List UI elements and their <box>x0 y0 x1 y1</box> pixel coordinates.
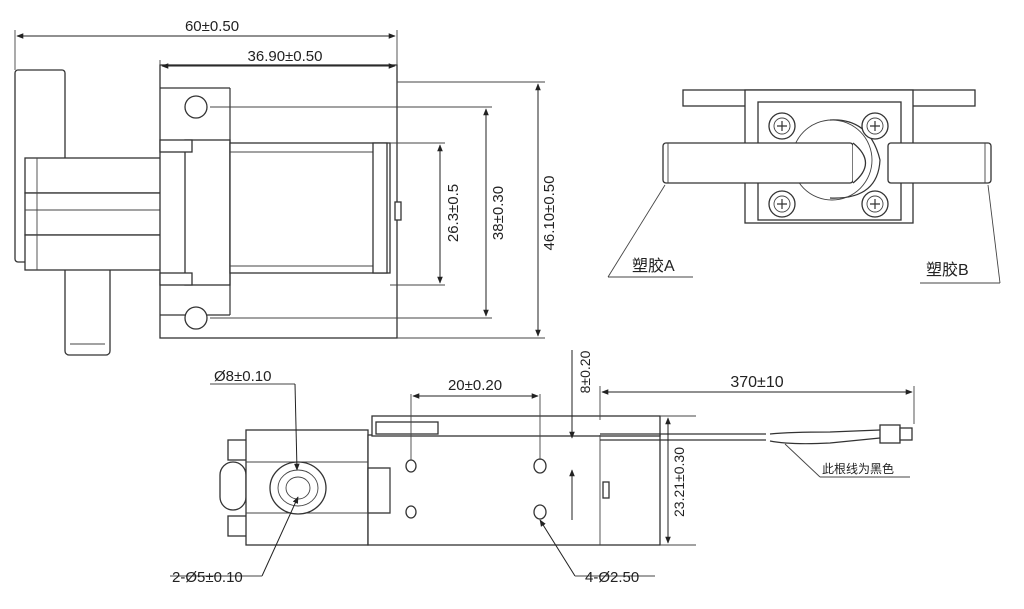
mount-hole <box>533 458 547 474</box>
bottom-view: 20±0.20 8±0.20 370±10 23.21±0.30 Ø8±0.10… <box>170 350 915 586</box>
upper-arm <box>24 157 171 194</box>
screw-bottom-left <box>768 190 796 218</box>
wire-connector <box>879 424 901 444</box>
dim-hole-pitch: 38±0.30 <box>490 186 507 240</box>
mount-hole-top <box>184 95 208 119</box>
mount-hole <box>405 459 417 473</box>
dim-core-height: 26.3±0.5 <box>445 184 462 242</box>
label-plastic-b: 塑胶B <box>926 261 969 279</box>
side-view: 塑胶A 塑胶B <box>607 89 1001 284</box>
dim-overall-length: 60±0.50 <box>185 18 239 35</box>
top-view: 60±0.50 36.90±0.50 26.3±0.5 38±0.30 46.1… <box>14 18 558 356</box>
dim-hole-spacing: 20±0.20 <box>448 377 502 394</box>
screw-top-left <box>768 112 796 140</box>
dim-overall-height: 46.10±0.50 <box>541 176 558 251</box>
screw-top-right <box>861 112 889 140</box>
dim-body-length: 36.90±0.50 <box>248 48 323 65</box>
mount-hole <box>405 505 417 519</box>
pipe-plastic-b <box>887 142 992 184</box>
mount-hole <box>533 504 547 520</box>
dim-hole-offset: 8±0.20 <box>577 350 593 393</box>
dim-wire-length: 370±10 <box>730 374 783 391</box>
coil-body <box>367 434 661 546</box>
note-wire-color: 此根线为黑色 <box>822 462 894 476</box>
dim-port-diameter: Ø8±0.10 <box>214 368 271 385</box>
coil-core <box>229 142 391 274</box>
lower-arm <box>24 234 171 271</box>
mount-hole-bottom <box>184 306 208 330</box>
dim-body-height: 23.21±0.30 <box>671 447 687 517</box>
handle-loop <box>219 461 247 511</box>
dim-mount-holes: 4-Ø2.50 <box>585 569 639 586</box>
dim-small-ports: 2-Ø5±0.10 <box>172 569 243 586</box>
pipe-plastic-a <box>662 142 854 184</box>
screw-bottom-right <box>861 190 889 218</box>
middle-arm <box>24 192 171 236</box>
label-plastic-a: 塑胶A <box>632 257 675 275</box>
